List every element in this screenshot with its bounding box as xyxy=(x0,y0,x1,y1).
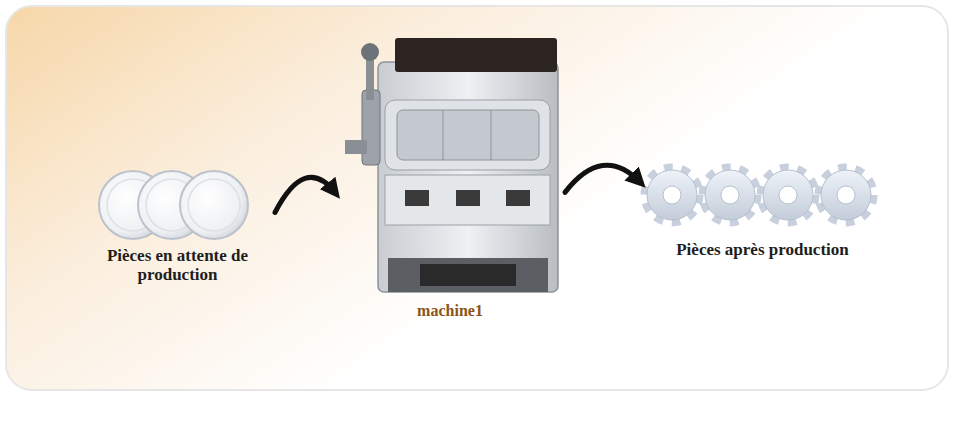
output-pieces-group: Pièces après production xyxy=(640,160,885,260)
finished-gears xyxy=(645,168,873,222)
machine-node: machine1 xyxy=(335,30,565,320)
raw-pieces xyxy=(99,171,248,239)
flow-arrow xyxy=(275,177,335,212)
input-pieces-group: Pièces en attente de production xyxy=(80,160,275,285)
node-label: Pièces après production xyxy=(676,240,849,260)
background-panel xyxy=(6,6,948,390)
flow-arrow xyxy=(565,165,640,192)
node-label: machine1 xyxy=(417,302,483,320)
machine-drawing xyxy=(345,38,558,292)
node-label: Pièces en attente de production xyxy=(103,246,253,285)
